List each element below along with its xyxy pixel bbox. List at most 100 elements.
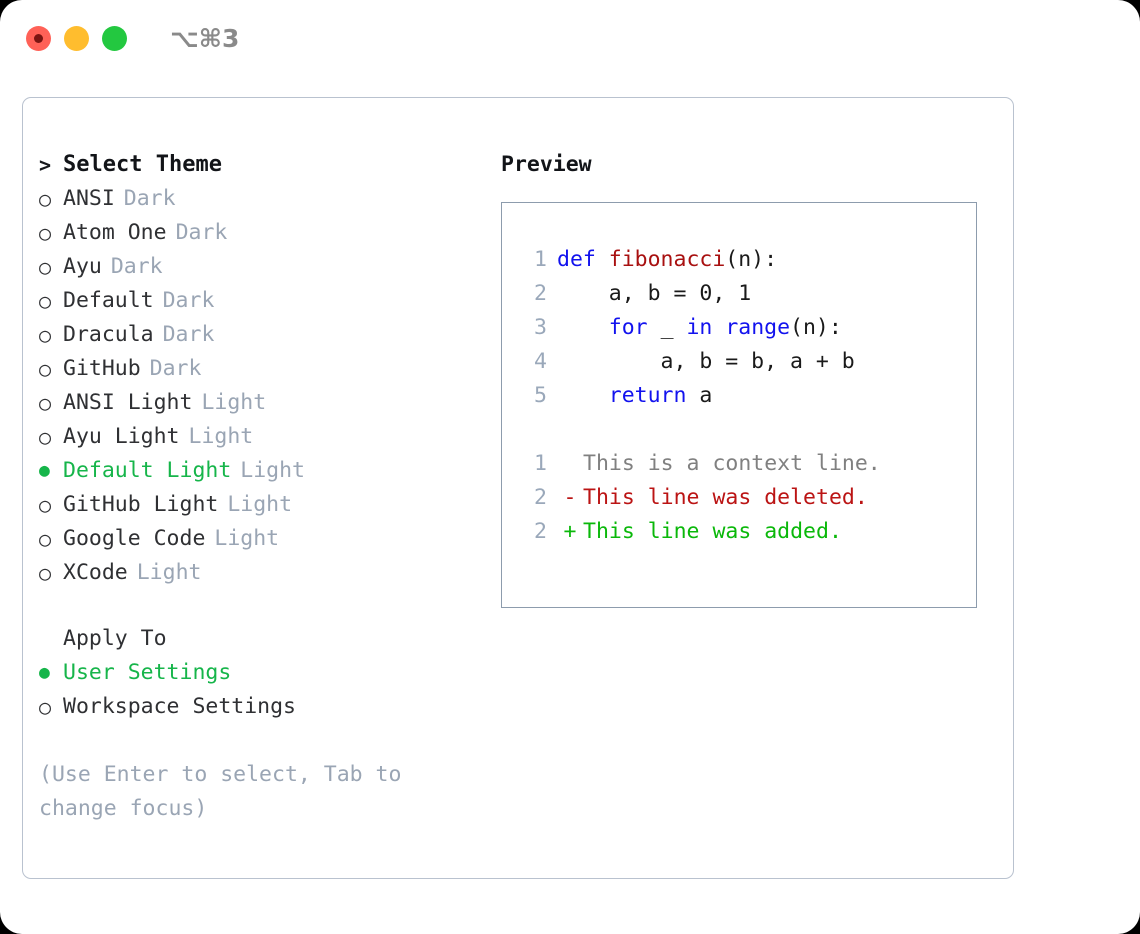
radio-selected-icon[interactable]: ● (39, 460, 50, 481)
chevron-right-icon: > (39, 153, 52, 177)
theme-item-label: Ayu (63, 254, 102, 279)
code-token: fibonacci (608, 247, 726, 272)
theme-item-ayu-light[interactable]: ○ Ayu Light Light (39, 420, 499, 454)
theme-item-label: ANSI (63, 186, 115, 211)
minimize-button[interactable] (64, 26, 89, 51)
line-number: 1 (534, 247, 547, 272)
code-token: range (725, 315, 791, 340)
theme-item-label: Atom One (63, 220, 167, 245)
code-line: 4 a, b = b, a + b (517, 345, 970, 379)
theme-item-tag: Dark (162, 288, 215, 313)
line-number: 2 (534, 485, 547, 510)
diff-line-deleted: 2 - This line was deleted. (517, 481, 970, 515)
list-spacer (39, 590, 499, 622)
line-number: 4 (534, 349, 547, 374)
diff-line-added: 2 + This line was added. (517, 515, 970, 549)
code-token: return (608, 383, 687, 408)
apply-to-workspace-settings[interactable]: ○ Workspace Settings (39, 690, 499, 724)
theme-item-tag: Dark (123, 186, 176, 211)
radio-unselected-icon[interactable]: ○ (39, 323, 52, 347)
apply-to-user-settings[interactable]: ● User Settings (39, 656, 499, 690)
theme-item-label: XCode (63, 560, 128, 585)
diff-text: This is a context line. (583, 451, 881, 476)
title-bar: ⌥⌘3 (0, 0, 1140, 78)
code-token: a, b = 0, 1 (557, 281, 752, 306)
theme-item-label: Default Light (63, 458, 232, 483)
radio-unselected-icon[interactable]: ○ (39, 255, 52, 279)
radio-unselected-icon[interactable]: ○ (39, 493, 52, 517)
radio-selected-icon[interactable]: ● (39, 662, 50, 683)
apply-to-option-label: User Settings (63, 660, 232, 685)
line-number: 3 (534, 315, 547, 340)
code-token (557, 383, 609, 408)
line-number: 1 (534, 451, 547, 476)
diff-marker: - (563, 485, 577, 510)
radio-unselected-icon[interactable]: ○ (39, 221, 52, 245)
radio-unselected-icon[interactable]: ○ (39, 391, 52, 415)
radio-unselected-icon[interactable]: ○ (39, 561, 52, 585)
radio-unselected-icon[interactable]: ○ (39, 289, 52, 313)
code-token: in (686, 315, 713, 340)
diff-text: This line was deleted. (583, 485, 868, 510)
code-line: 5 return a (517, 379, 970, 413)
code-token (557, 315, 609, 340)
code-line: 3 for _ in range(n): (517, 311, 970, 345)
apply-to-option-label: Workspace Settings (63, 694, 296, 719)
theme-item-tag: Light (136, 560, 202, 585)
code-token: for (608, 315, 648, 340)
theme-item-label: Google Code (63, 526, 206, 551)
theme-item-label: GitHub (63, 356, 141, 381)
line-number: 5 (534, 383, 547, 408)
diff-line-context: 1 This is a context line. (517, 447, 970, 481)
code-token: a (686, 383, 713, 408)
theme-item-dracula-dark[interactable]: ○ Dracula Dark (39, 318, 499, 352)
diff-marker (557, 447, 583, 481)
keyboard-shortcut-label: ⌥⌘3 (170, 24, 240, 53)
diff-text: This line was added. (583, 519, 842, 544)
apply-to-title: Apply To (63, 626, 167, 651)
theme-item-label: GitHub Light (63, 492, 219, 517)
code-token: a, b = b, a + b (557, 349, 855, 374)
preview-title: Preview (501, 152, 592, 177)
theme-item-ayu-dark[interactable]: ○ Ayu Dark (39, 250, 499, 284)
code-token: (n): (790, 315, 842, 340)
theme-item-atom-one-dark[interactable]: ○ Atom One Dark (39, 216, 499, 250)
code-token (712, 315, 725, 340)
theme-selector-column: > Select Theme ○ ANSI Dark ○ Atom One Da… (39, 148, 499, 826)
radio-unselected-icon[interactable]: ○ (39, 187, 52, 211)
theme-item-xcode[interactable]: ○ XCode Light (39, 556, 499, 590)
code-gap (517, 413, 970, 447)
theme-item-default-dark[interactable]: ○ Default Dark (39, 284, 499, 318)
radio-unselected-icon[interactable]: ○ (39, 425, 52, 449)
theme-item-tag: Dark (110, 254, 163, 279)
code-sample: 1 def fibonacci(n): 2 a, b = 0, 1 3 for … (517, 243, 970, 549)
theme-item-tag: Light (227, 492, 293, 517)
zoom-button[interactable] (102, 26, 127, 51)
radio-unselected-icon[interactable]: ○ (39, 357, 52, 381)
radio-unselected-icon[interactable]: ○ (39, 695, 52, 719)
theme-item-label: ANSI Light (63, 390, 193, 415)
theme-item-tag: Dark (175, 220, 228, 245)
theme-item-github-dark[interactable]: ○ GitHub Dark (39, 352, 499, 386)
theme-item-tag: Light (214, 526, 280, 551)
theme-item-default-light[interactable]: ● Default Light Light (39, 454, 499, 488)
select-theme-title: Select Theme (63, 152, 222, 177)
radio-unselected-icon[interactable]: ○ (39, 527, 52, 551)
theme-item-google-code[interactable]: ○ Google Code Light (39, 522, 499, 556)
theme-item-tag: Light (188, 424, 254, 449)
theme-item-ansi-light[interactable]: ○ ANSI Light Light (39, 386, 499, 420)
theme-item-label: Dracula (63, 322, 154, 347)
theme-item-tag: Dark (162, 322, 215, 347)
close-button[interactable] (26, 26, 51, 51)
theme-item-label: Default (63, 288, 154, 313)
theme-item-label: Ayu Light (63, 424, 180, 449)
line-number: 2 (534, 281, 547, 306)
theme-item-ansi-dark[interactable]: ○ ANSI Dark (39, 182, 499, 216)
theme-item-github-light[interactable]: ○ GitHub Light Light (39, 488, 499, 522)
keyboard-hint-text: (Use Enter to select, Tab to change focu… (39, 762, 402, 821)
select-theme-header: > Select Theme (39, 148, 499, 182)
code-line: 1 def fibonacci(n): (517, 243, 970, 277)
theme-item-tag: Dark (149, 356, 202, 381)
main-panel: > Select Theme ○ ANSI Dark ○ Atom One Da… (22, 97, 1014, 879)
